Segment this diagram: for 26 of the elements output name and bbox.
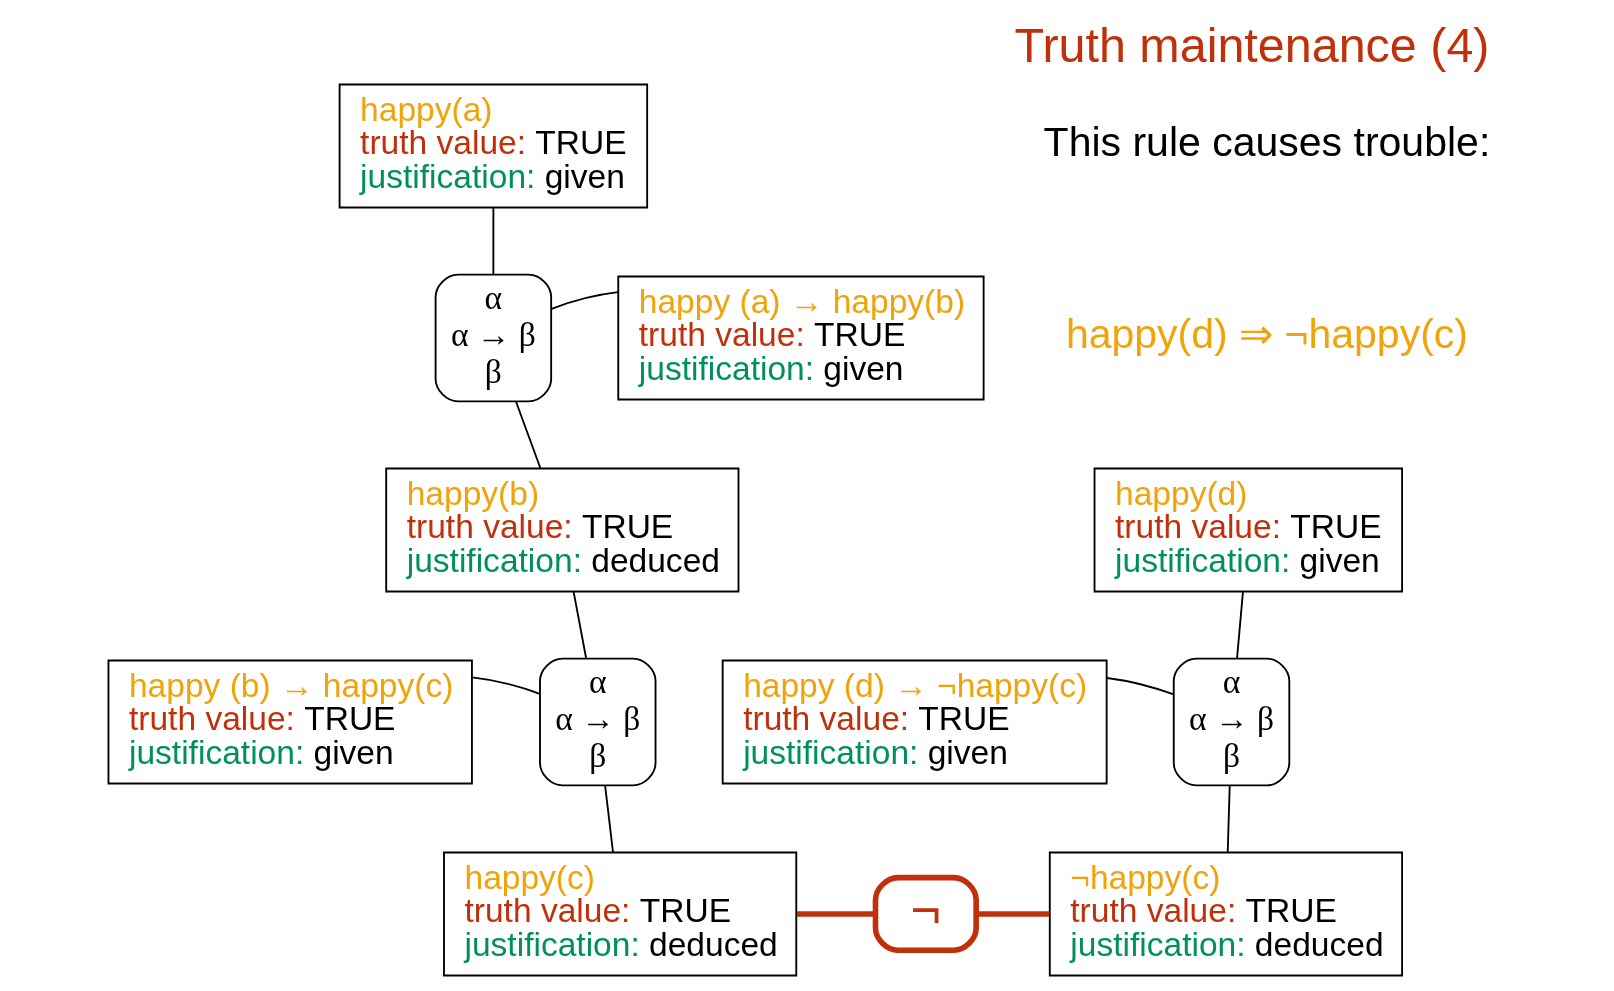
node-box: happy (d) → ¬happy(c) truth value: TRUE justification: given: [721, 659, 1108, 785]
node-box: ¬happy(c) truth value: TRUE justification: deduced: [1048, 851, 1403, 977]
diagram-title: Truth maintenance (4): [1014, 17, 1490, 72]
connector: [1226, 784, 1231, 854]
node-box: happy (b) → happy(c) truth value: TRUE justification: given: [107, 659, 473, 785]
node-box: happy (a) → happy(b) truth value: TRUE justification: given: [617, 275, 985, 401]
connector: [572, 591, 587, 659]
connector: [604, 784, 614, 854]
node-box: happy(c) truth value: TRUE justification: deduced: [443, 851, 798, 977]
connector: [515, 400, 542, 470]
connector: [471, 676, 541, 695]
connector: [492, 207, 495, 275]
connector: [976, 911, 1050, 917]
label: This rule causes trouble:: [1043, 119, 1491, 166]
label: happy(d) ⇒ ¬happy(c): [1065, 311, 1468, 358]
connector: [796, 911, 876, 917]
connector: [1236, 591, 1244, 659]
node-box: ¬: [872, 874, 979, 954]
node-box: α α → β β: [1172, 657, 1291, 787]
connector: [1106, 677, 1175, 696]
node-box: α α → β β: [539, 657, 657, 787]
node-box: happy(b) truth value: TRUE justification: deduced: [385, 467, 740, 593]
node-box: α α → β β: [434, 273, 553, 403]
node-box: happy(d) truth value: TRUE justification: given: [1093, 467, 1403, 593]
node-box: happy(a) truth value: TRUE justification: given: [338, 83, 649, 209]
connector: [550, 291, 619, 310]
